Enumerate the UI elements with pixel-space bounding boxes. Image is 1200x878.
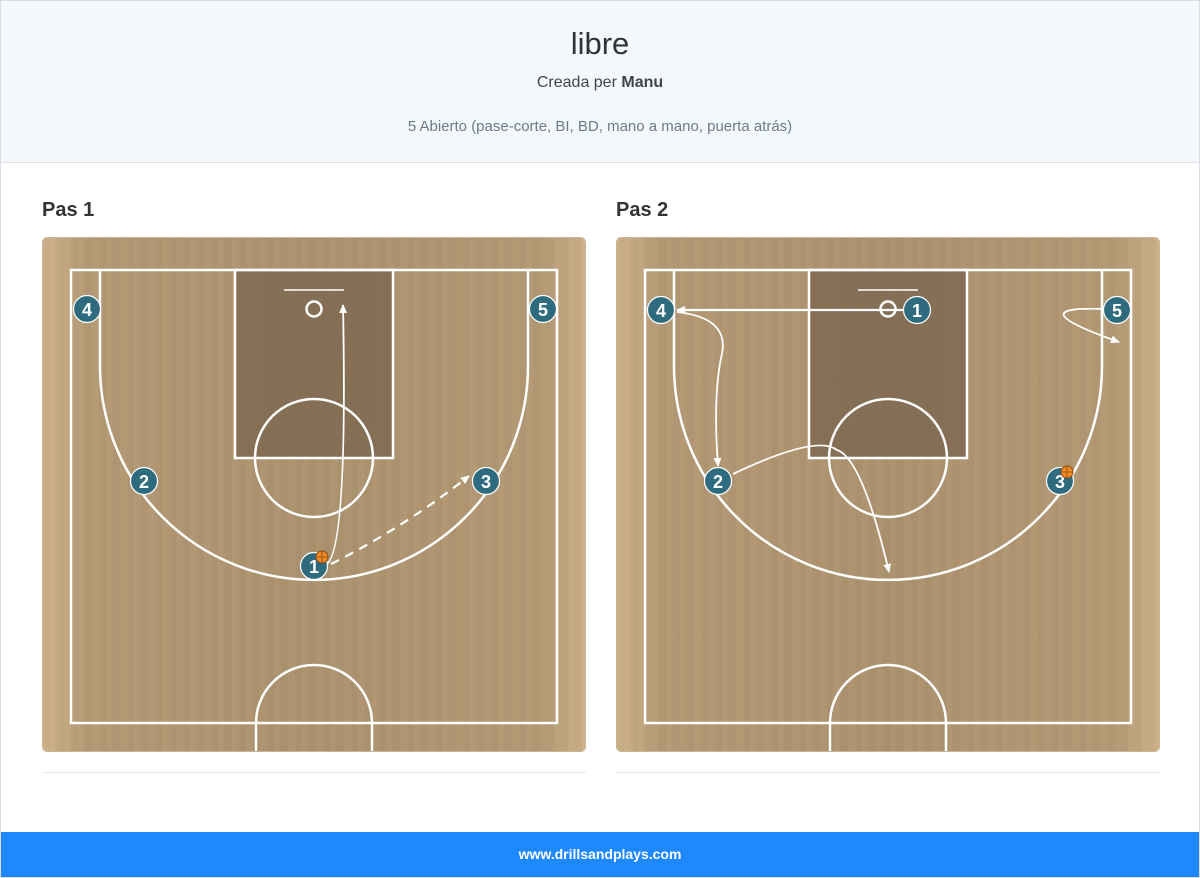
cut-arrow <box>676 311 724 467</box>
paint-area <box>235 270 393 458</box>
author-name[interactable]: Manu <box>621 74 664 91</box>
pass-arrow <box>330 475 470 565</box>
play-description: 5 Abierto (pase-corte, BI, BD, mano a ma… <box>407 118 793 135</box>
play-header: libre Creada per Manu 5 Abierto (pase-co… <box>1 1 1199 163</box>
svg-text:2: 2 <box>139 472 149 492</box>
footer-link[interactable]: www.drillsandplays.com <box>518 846 682 862</box>
svg-text:4: 4 <box>656 301 666 321</box>
play-title: libre <box>570 26 630 61</box>
paint-area <box>809 270 967 458</box>
footer: www.drillsandplays.com <box>1 832 1199 877</box>
svg-text:3: 3 <box>481 472 491 492</box>
player-3[interactable]: 3 <box>471 466 501 496</box>
svg-text:5: 5 <box>538 300 548 320</box>
step-1-diagram: 1 2 3 4 5 <box>43 238 585 751</box>
step-1-court: 1 2 3 4 5 <box>42 237 586 752</box>
svg-text:4: 4 <box>82 300 92 320</box>
basketball-icon <box>1060 465 1074 479</box>
divider <box>616 772 1160 773</box>
step-2-title: Pas 2 <box>616 199 669 221</box>
author-line: Creada per Manu <box>1 74 1199 92</box>
player-4[interactable]: 4 <box>646 295 676 325</box>
step-1-title: Pas 1 <box>42 199 95 221</box>
divider <box>42 772 586 773</box>
player-1[interactable]: 1 <box>902 295 932 325</box>
step-2-diagram: 1 2 3 4 5 <box>617 238 1159 751</box>
player-4[interactable]: 4 <box>72 294 102 324</box>
svg-text:1: 1 <box>309 557 319 577</box>
move-arrow <box>1063 307 1120 344</box>
player-2[interactable]: 2 <box>703 466 733 496</box>
player-5[interactable]: 5 <box>528 294 558 324</box>
svg-text:5: 5 <box>1112 301 1122 321</box>
cut-arrow-2 <box>732 444 892 573</box>
svg-text:1: 1 <box>912 301 922 321</box>
player-1[interactable]: 1 <box>299 550 329 581</box>
svg-text:3: 3 <box>1055 472 1065 492</box>
cut-arrow <box>324 304 348 566</box>
basketball-icon <box>315 550 329 564</box>
created-by-label: Creada per <box>536 74 617 91</box>
player-2[interactable]: 2 <box>129 466 159 496</box>
player-5[interactable]: 5 <box>1102 295 1132 325</box>
court-lines <box>643 268 1133 751</box>
step-2-court: 1 2 3 4 5 <box>616 237 1160 752</box>
svg-text:2: 2 <box>713 472 723 492</box>
player-3[interactable]: 3 <box>1045 465 1075 496</box>
